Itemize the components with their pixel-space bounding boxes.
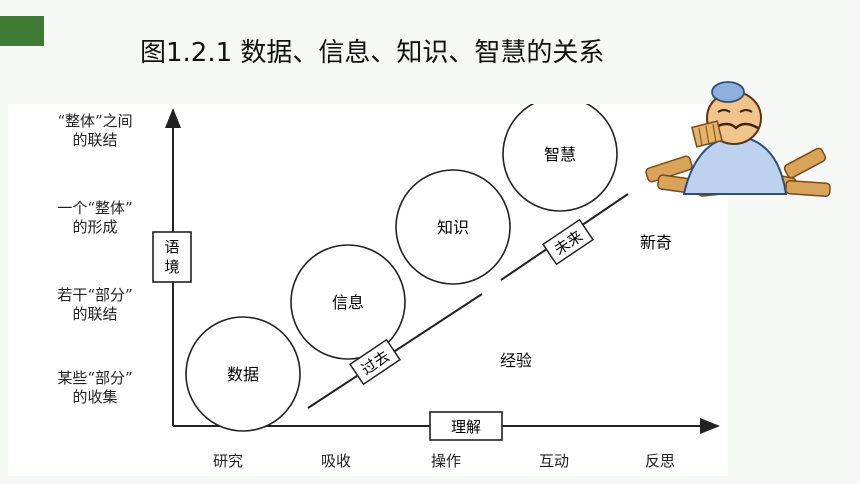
experience-label: 经验 — [500, 351, 532, 370]
x-label: 操作 — [431, 452, 461, 470]
y-label-line: 某些“部分” — [57, 369, 132, 387]
y-axis-labels: “整体”之间 的联结 一个“整体” 的形成 若干“部分” 的联结 某些“部分” … — [57, 112, 132, 406]
dikw-diagram: “整体”之间 的联结 一个“整体” 的形成 若干“部分” 的联结 某些“部分” … — [57, 96, 720, 470]
x-label: 反思 — [645, 452, 675, 470]
slide-title: 图1.2.1 数据、信息、知识、智慧的关系 — [140, 38, 605, 68]
context-box — [152, 231, 192, 283]
stage-label: 智慧 — [544, 145, 576, 164]
stage-label: 信息 — [332, 293, 364, 312]
y-label-line: 一个“整体” — [57, 199, 132, 217]
y-label-line: 的收集 — [72, 388, 117, 406]
scholar-with-bamboo-scrolls-icon — [645, 81, 831, 197]
understanding-box-label: 理解 — [451, 418, 481, 436]
context-box-label: 语 — [164, 238, 179, 256]
y-label-line: 的形成 — [72, 218, 117, 236]
context-box-label: 境 — [164, 258, 179, 276]
x-label: 吸收 — [321, 452, 351, 470]
future-tag: 未来 — [542, 218, 594, 266]
stage-circle-knowledge — [395, 169, 511, 285]
x-axis-labels: 研究 吸收 操作 互动 反思 — [213, 452, 675, 470]
understanding-box — [429, 411, 503, 441]
diagram-panel: “整体”之间 的联结 一个“整体” 的形成 若干“部分” 的联结 某些“部分” … — [8, 96, 728, 476]
x-label: 研究 — [213, 452, 243, 470]
stage-circle-information — [290, 244, 406, 360]
y-label-line: 若干“部分” — [57, 286, 132, 304]
corner-accent-block — [0, 16, 44, 46]
stage-label: 知识 — [437, 218, 469, 237]
y-label-line: 的联结 — [72, 305, 117, 323]
y-label-line: “整体”之间 — [57, 112, 132, 130]
stage-circle-data — [185, 316, 301, 432]
y-label-line: 的联结 — [72, 131, 117, 149]
novelty-label: 新奇 — [640, 233, 672, 252]
x-label: 互动 — [539, 452, 569, 470]
stage-label: 数据 — [227, 365, 259, 384]
